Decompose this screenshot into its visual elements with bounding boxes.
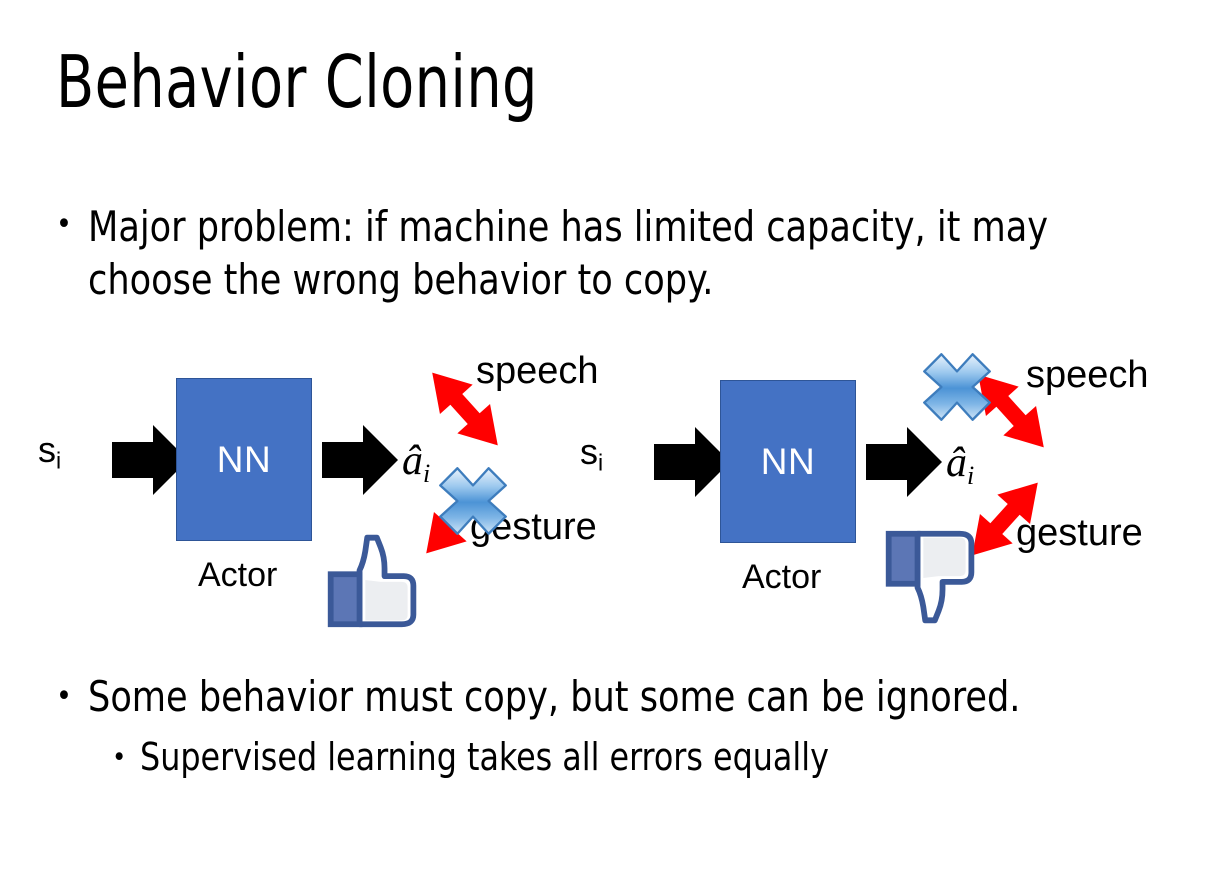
bullet-marker-icon: • [112, 742, 127, 773]
bullet-text: Supervised learning takes all errors equ… [140, 735, 830, 779]
input-arrow-icon-right [654, 425, 730, 499]
network-caption-left: Actor [198, 556, 278, 594]
action-label-left: âi [402, 438, 431, 488]
diagram-left: si NN Actor âi [18, 340, 608, 640]
state-label-left: si [38, 429, 62, 474]
feedback-thumbs-down-icon [882, 528, 980, 628]
network-box-left: NN [176, 378, 312, 541]
feedback-thumbs-up-icon [324, 530, 422, 630]
output-arrow-icon-right [866, 425, 942, 499]
bullet-some-behavior: • Some behavior must copy, but some can … [56, 672, 1156, 722]
bullet-supervised-learning: • Supervised learning takes all errors e… [112, 735, 1152, 781]
bullet-major-problem: • Major problem: if machine has limited … [56, 200, 1126, 307]
network-caption-right: Actor [742, 558, 822, 596]
branch-label-speech-left: speech [476, 350, 599, 392]
network-box-right: NN [720, 380, 856, 543]
cross-out-icon-left [434, 462, 512, 540]
bullet-marker-icon: • [56, 679, 72, 714]
network-label-right: NN [760, 440, 816, 482]
diagram-right: si NN Actor âi [560, 340, 1150, 640]
bullet-marker-icon: • [56, 207, 72, 242]
bullet-text: Some behavior must copy, but some can be… [87, 672, 1021, 721]
branch-arrow-gesture-right [950, 464, 1060, 579]
bullet-text: Major problem: if machine has limited ca… [87, 202, 1049, 305]
output-arrow-icon-left [322, 423, 398, 497]
action-label-right: âi [946, 440, 975, 490]
branch-label-gesture-right: gesture [1016, 512, 1143, 554]
page-title: Behavior Cloning [56, 40, 538, 124]
branch-label-speech-right: speech [1026, 354, 1149, 396]
branch-arrow-speech-right [956, 356, 1066, 471]
state-label-right: si [580, 431, 604, 476]
branch-arrow-speech-left [410, 354, 520, 469]
cross-out-icon-right [918, 348, 996, 426]
network-label-left: NN [216, 438, 272, 480]
input-arrow-icon-left [112, 423, 188, 497]
